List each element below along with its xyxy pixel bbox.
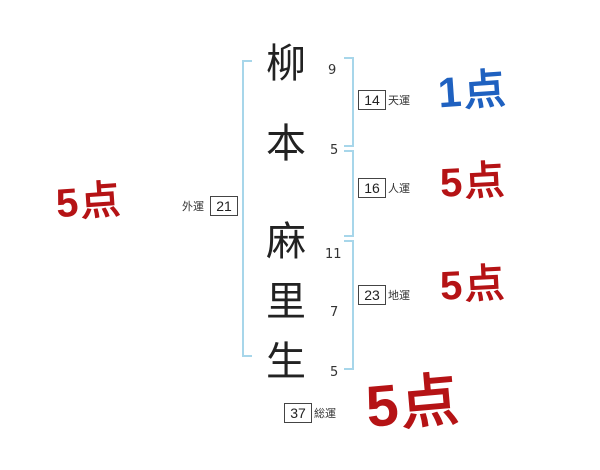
total-fortune-label: 総運 bbox=[314, 408, 336, 420]
outer-fortune-value: 21 bbox=[210, 196, 238, 216]
person-bracket-tick-top bbox=[344, 150, 354, 152]
name-character-2: 本 bbox=[266, 121, 306, 166]
outer-bracket-tick-top bbox=[242, 60, 252, 62]
stroke-count-5: 5 bbox=[330, 365, 339, 380]
outer-fortune-label: 外運 bbox=[182, 201, 204, 213]
person-bracket-line bbox=[352, 150, 354, 237]
outer-bracket-tick-bottom bbox=[242, 355, 252, 357]
person-fortune-label: 人運 bbox=[388, 183, 410, 195]
person-fortune-score: 5点 bbox=[438, 158, 508, 206]
earth-bracket-line bbox=[352, 240, 354, 370]
heaven-fortune-value: 14 bbox=[358, 90, 386, 110]
heaven-bracket-tick-top bbox=[344, 57, 354, 59]
stroke-count-3: 11 bbox=[325, 247, 342, 262]
total-fortune-value: 37 bbox=[284, 403, 312, 423]
heaven-fortune-label: 天運 bbox=[388, 95, 410, 107]
heaven-bracket-line bbox=[352, 57, 354, 147]
name-character-3: 麻 bbox=[266, 219, 306, 264]
name-character-4: 里 bbox=[266, 279, 306, 324]
stroke-count-1: 9 bbox=[328, 63, 337, 78]
earth-bracket-tick-top bbox=[344, 240, 354, 242]
stroke-count-2: 5 bbox=[330, 143, 339, 158]
name-character-1: 柳 bbox=[266, 41, 306, 86]
person-bracket-tick-bottom bbox=[344, 235, 354, 237]
heaven-bracket-tick-bottom bbox=[344, 145, 354, 147]
earth-fortune-score: 5点 bbox=[438, 261, 508, 309]
earth-bracket-tick-bottom bbox=[344, 368, 354, 370]
outer-bracket-line bbox=[242, 60, 244, 357]
name-character-5: 生 bbox=[266, 339, 306, 384]
earth-fortune-label: 地運 bbox=[388, 290, 410, 302]
person-fortune-value: 16 bbox=[358, 178, 386, 198]
stroke-count-4: 7 bbox=[330, 305, 339, 320]
earth-fortune-value: 23 bbox=[358, 285, 386, 305]
total-fortune-score: 5点 bbox=[363, 367, 463, 440]
heaven-fortune-score: 1点 bbox=[436, 64, 509, 117]
outer-fortune-score: 5点 bbox=[54, 177, 124, 227]
